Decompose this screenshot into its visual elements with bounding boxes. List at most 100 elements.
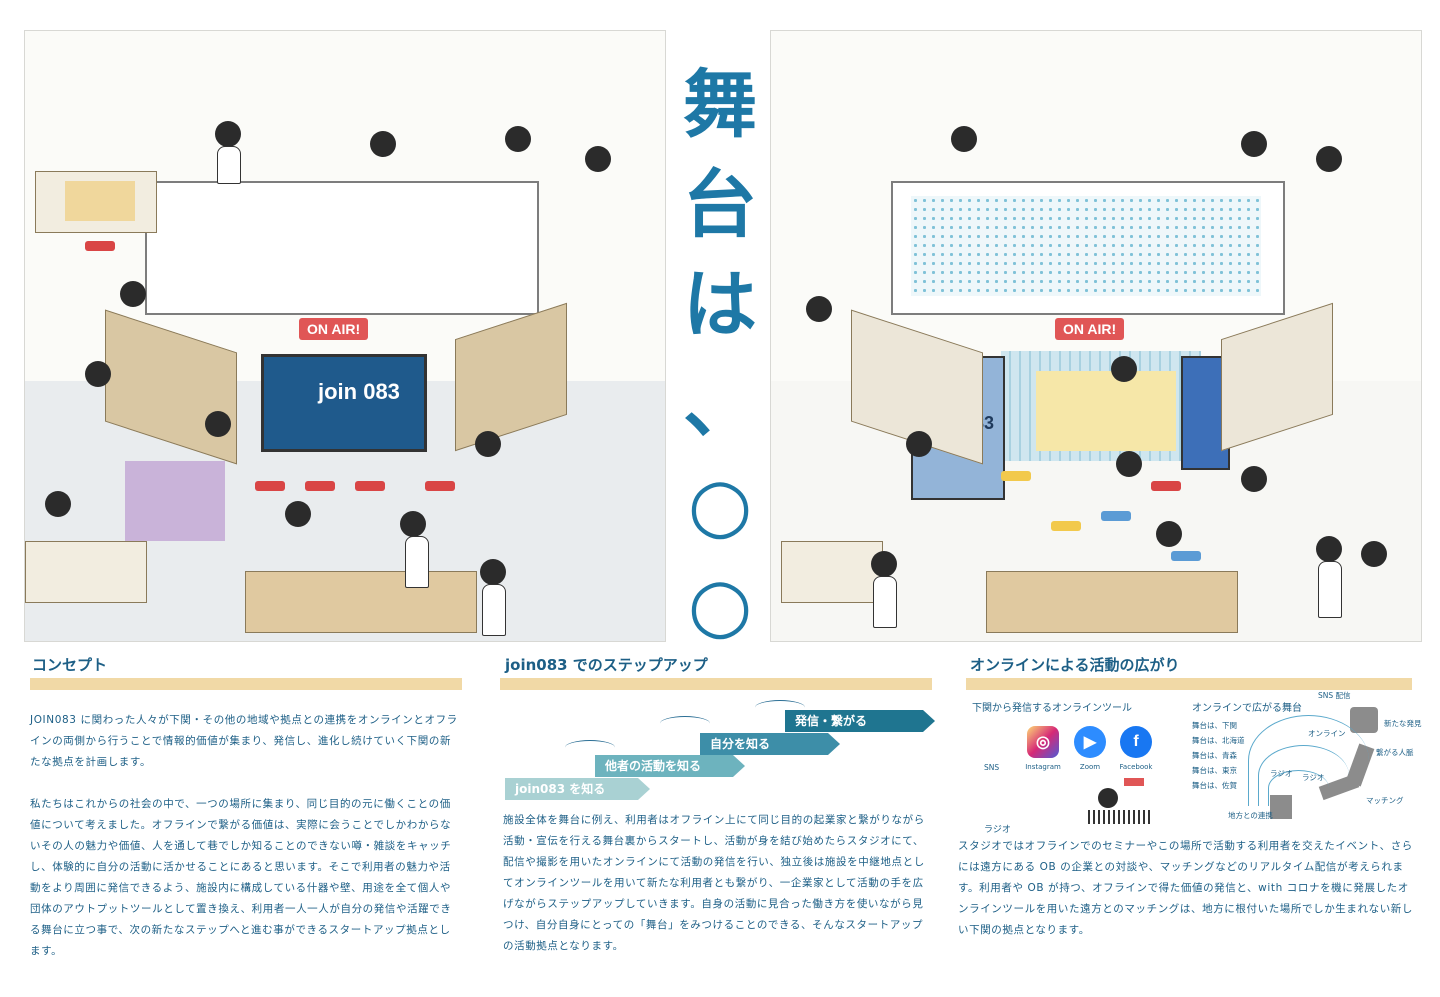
person-body	[405, 536, 429, 588]
title-char: ○	[687, 462, 753, 548]
onair-sign: ON AIR!	[299, 318, 369, 340]
step-arrow-connect: 発信・繋がる	[785, 710, 935, 732]
offline-scene-illustration: ON AIR! join 083	[24, 30, 666, 642]
chair	[255, 481, 285, 491]
person	[806, 296, 832, 322]
connection-arc	[1258, 745, 1349, 806]
map-label: 地方との連携	[1228, 811, 1273, 820]
person-body	[482, 584, 506, 636]
spread-heading: オンラインで広がる舞台	[1192, 703, 1302, 714]
stage-floor	[1036, 371, 1176, 451]
person	[1241, 466, 1267, 492]
person	[285, 501, 311, 527]
online-text: スタジオではオフラインでのセミナーやこの場所で活動する利用者を交えたイベント、さ…	[958, 836, 1413, 962]
person	[45, 491, 71, 517]
onair-sign: ON AIR!	[1055, 318, 1125, 340]
onair-lamp	[1124, 778, 1144, 786]
person	[400, 511, 426, 537]
step-curve	[660, 716, 710, 731]
step-label: 自分を知る	[710, 737, 771, 751]
app-label: Zoom	[1079, 763, 1101, 771]
zoom-icon: ▶	[1074, 726, 1106, 758]
step-label: 他者の活動を知る	[605, 759, 702, 773]
page-title: 舞 台 は 、 ○ ○	[676, 55, 764, 655]
person	[871, 551, 897, 577]
chair	[305, 481, 335, 491]
map-label: 繋がる人脈	[1376, 748, 1414, 757]
step-arrow-know-others: 他者の活動を知る	[595, 755, 745, 777]
online-paragraph: スタジオではオフラインでのセミナーやこの場所で活動する利用者を交えたイベント、さ…	[958, 840, 1413, 936]
tools-heading: 下関から発信するオンラインツール	[972, 703, 1132, 714]
person	[85, 361, 111, 387]
instagram-icon: ◎	[1027, 726, 1059, 758]
map-label: ラジオ	[1270, 769, 1293, 778]
title-char: 台	[683, 162, 757, 248]
step-arrow-know-join083: join083 を知る	[505, 778, 650, 800]
person	[1316, 536, 1342, 562]
step-arrow-know-self: 自分を知る	[700, 733, 840, 755]
chair	[425, 481, 455, 491]
person	[475, 431, 501, 457]
stage-item: 舞台は、北海道	[1192, 736, 1245, 745]
map-hokkaido	[1350, 707, 1378, 733]
person	[370, 131, 396, 157]
app-label: Instagram	[1025, 763, 1061, 771]
person	[480, 559, 506, 585]
section-divider	[30, 678, 462, 690]
person	[1316, 146, 1342, 172]
step-curve	[565, 740, 615, 755]
steps-heading: join083 でのステップアップ	[505, 656, 708, 674]
dotted-curtain	[911, 196, 1261, 296]
step-curve	[755, 700, 805, 715]
concept-heading: コンセプト	[32, 656, 108, 674]
title-char: ○	[687, 562, 753, 648]
person	[906, 431, 932, 457]
radio-illustration	[1088, 778, 1150, 830]
app-label: Facebook	[1119, 763, 1153, 771]
map-label: マッチング	[1366, 796, 1404, 805]
chair	[85, 241, 115, 251]
chair	[1171, 551, 1201, 561]
studio-screen: join 083	[261, 354, 427, 452]
person	[1156, 521, 1182, 547]
step-label: 発信・繋がる	[795, 714, 868, 728]
map-label: 新たな発見	[1384, 719, 1422, 728]
concept-paragraph: JOIN083 に関わった人々が下関・その他の地域や拠点との連携をオンラインとオ…	[30, 714, 458, 768]
facebook-icon: f	[1120, 726, 1152, 758]
online-heading: オンラインによる活動の広がり	[970, 656, 1180, 674]
title-char: 、	[683, 362, 757, 448]
chair	[1051, 521, 1081, 531]
person	[1111, 356, 1137, 382]
join083-logo: join 083	[318, 379, 400, 404]
online-scene-illustration: ON AIR! join 083	[770, 30, 1422, 642]
map-label: ラジオ	[1302, 773, 1325, 782]
sns-label: SNS	[984, 763, 1000, 772]
person	[1116, 451, 1142, 477]
radio-label: ラジオ	[984, 825, 1011, 835]
section-divider	[966, 678, 1412, 690]
bench	[781, 541, 883, 603]
person	[205, 411, 231, 437]
connection-arc	[1248, 715, 1369, 806]
stage-item: 舞台は、東京	[1192, 766, 1237, 775]
stage-item: 舞台は、佐賀	[1192, 781, 1237, 790]
tile	[125, 461, 225, 541]
map-label: オンライン	[1308, 729, 1346, 738]
bench	[245, 571, 477, 633]
map-label: SNS 配信	[1318, 691, 1351, 700]
stage-item: 舞台は、下関	[1192, 721, 1237, 730]
step-label: join083 を知る	[515, 782, 606, 796]
title-char: は	[683, 262, 757, 348]
steps-paragraph: 施設全体を舞台に例え、利用者はオフライン上にて同じ目的の起業家と繋がりながら活動…	[503, 814, 925, 952]
section-divider	[500, 678, 932, 690]
person	[951, 126, 977, 152]
bench	[986, 571, 1238, 633]
person	[215, 121, 241, 147]
chair	[1151, 481, 1181, 491]
steps-text: 施設全体を舞台に例え、利用者はオフライン上にて同じ目的の起業家と繋がりながら活動…	[503, 810, 931, 978]
person-body	[873, 576, 897, 628]
connection-arc	[1268, 770, 1329, 806]
studio-box	[145, 181, 539, 315]
person	[585, 146, 611, 172]
person-body	[1318, 561, 1342, 618]
